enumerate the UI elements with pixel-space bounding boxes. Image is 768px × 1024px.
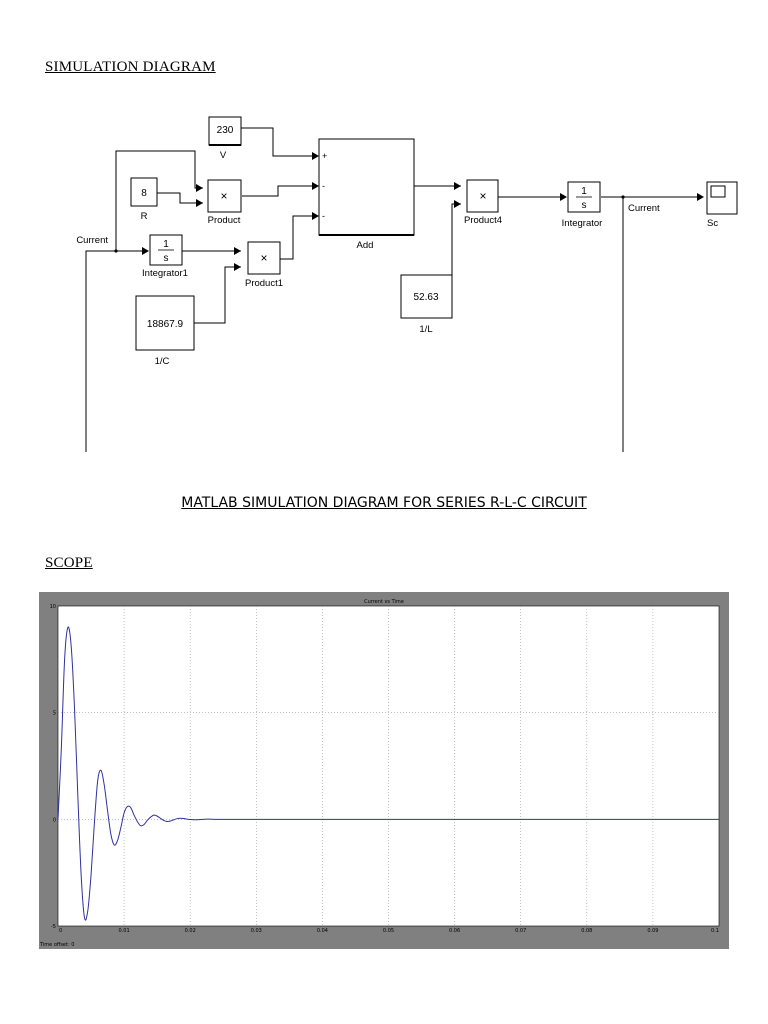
x-tick-label: 0.05 [383,928,394,934]
product1-block[interactable]: × Product1 [245,241,283,289]
integrator1-label: Integrator1 [142,268,188,279]
y-tick-label: 10 [50,604,56,610]
x-tick-label: 0.08 [581,928,592,934]
current-feedback-label: Current [76,235,108,246]
integrator1-block[interactable]: 1 s Integrator1 [142,234,188,279]
simulink-block-diagram: 230 V 8 R × Product 1 s Integrator1 × Pr… [76,116,738,452]
product1-symbol: × [260,251,267,265]
add-sign-plus: + [322,151,327,161]
inverse-inductance-block[interactable]: 52.63 1/L [400,274,453,335]
product-label: Product [208,215,241,226]
product-block[interactable]: × Product [207,179,242,226]
resistance-constant-block[interactable]: 8 R [130,177,158,222]
add-sign-minus-2: - [322,211,325,221]
time-offset-label: Time offset: 0 [39,942,74,948]
x-tick-label: 0.02 [185,928,196,934]
scope-block[interactable]: Sc [706,181,738,229]
x-tick-label: 0.03 [251,928,262,934]
inverse-capacitance-label: 1/C [155,356,170,367]
integrator-block[interactable]: 1 s Integrator [562,181,603,229]
product4-label: Product4 [464,215,502,226]
resistance-value: 8 [141,188,147,199]
integrator-label: Integrator [562,218,603,229]
inverse-inductance-label: 1/L [419,324,432,335]
product4-block[interactable]: × Product4 [464,179,502,226]
scope-window: Current vs Time 0 0.01 0.02 0.03 0.04 0.05 0.0… [39,592,729,949]
product4-symbol: × [479,189,486,203]
x-tick-labels: 0 0.01 0.02 0.03 0.04 0.05 0.06 0.07 0.08 0.09 0.1 [59,928,719,934]
y-tick-label: 5 [53,711,56,717]
y-tick-label: 0 [53,817,56,823]
current-waveform [57,626,719,921]
scope-label: Sc [707,218,718,229]
product-symbol: × [220,189,227,203]
y-tick-labels: -5 0 5 10 [50,604,56,930]
y-tick-label: -5 [51,924,56,930]
integrator-denominator: s [582,200,587,211]
inverse-capacitance-value: 18867.9 [147,319,184,330]
x-tick-label: 0 [59,928,62,934]
x-tick-label: 0.04 [317,928,328,934]
integrator1-numerator: 1 [163,239,169,250]
integrator-numerator: 1 [581,186,587,197]
inverse-inductance-value: 52.63 [413,292,438,303]
product1-label: Product1 [245,278,283,289]
integrator1-denominator: s [164,253,169,264]
add-label: Add [357,240,374,251]
arrowheads [142,152,704,271]
add-sign-minus-1: - [322,181,325,191]
plot-title: Current vs Time [364,599,404,605]
x-tick-label: 0.01 [119,928,130,934]
x-tick-label: 0.1 [711,928,719,934]
x-tick-label: 0.07 [515,928,526,934]
current-signal-label: Current [628,203,660,214]
x-tick-label: 0.06 [449,928,460,934]
add-block[interactable]: + - - Add [318,138,415,251]
x-tick-label: 0.09 [647,928,658,934]
scope-heading: SCOPE [45,555,93,571]
figure-caption: MATLAB SIMULATION DIAGRAM FOR SERIES R-L… [181,495,587,511]
voltage-value: 230 [217,125,234,136]
voltage-label: V [220,150,227,161]
resistance-label: R [141,211,148,222]
inverse-capacitance-block[interactable]: 18867.9 1/C [135,295,195,367]
scope-plot: Current vs Time 0 0.01 0.02 0.03 0.04 0.05 0.0… [39,599,720,948]
simulation-diagram-heading: SIMULATION DIAGRAM [45,59,216,75]
voltage-constant-block[interactable]: 230 V [208,116,242,161]
